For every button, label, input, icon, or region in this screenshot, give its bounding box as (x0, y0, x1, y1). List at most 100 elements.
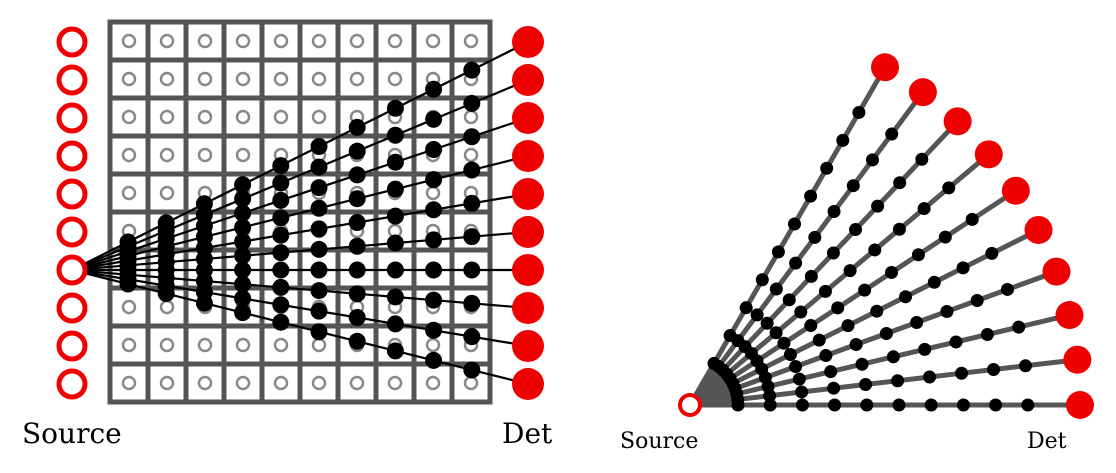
ray-sample-point (425, 321, 443, 339)
fan-sample-point (917, 202, 931, 216)
fan-sample-point (804, 189, 818, 203)
fan-sample-point (836, 133, 850, 147)
detector-element (512, 26, 544, 58)
ray-sample-point (348, 142, 366, 160)
fan-ray (689, 269, 1058, 408)
ray-sample-point (272, 261, 290, 279)
source-element (56, 292, 88, 324)
detector-element (512, 254, 544, 286)
fan-sample-point (812, 333, 826, 347)
ray-sample-point (234, 204, 252, 222)
voxel-center-marker (273, 33, 289, 49)
left-source-label: Source (22, 417, 122, 450)
voxel-center-marker (159, 109, 175, 125)
fan-sample-point (965, 212, 979, 226)
fan-sample-point (769, 282, 783, 296)
fan-sample-point (769, 326, 783, 340)
fan-ray (688, 152, 991, 407)
fan-source-marker (678, 393, 702, 417)
ray-sample-point (348, 261, 366, 279)
voxel-center-marker (311, 337, 327, 353)
fan-sample-point (885, 265, 899, 279)
ray-sample-point (425, 231, 443, 249)
ray-sample-point (234, 261, 252, 279)
ray-sample-point (234, 218, 252, 236)
ray-sample-point (310, 220, 328, 238)
ray-sample-point (425, 140, 443, 158)
ray-sample-point (348, 166, 366, 184)
voxel-center-marker (235, 109, 251, 125)
left-detector-label: Det (502, 417, 553, 450)
fan-sample-point (915, 152, 929, 166)
fan-detector-element (1042, 257, 1071, 286)
fan-sample-point (1000, 282, 1014, 296)
fan-ray (688, 227, 1040, 408)
source-element (56, 330, 88, 362)
ray-sample-point (234, 176, 252, 194)
voxel-center-marker (121, 71, 137, 87)
voxel-center-marker (273, 337, 289, 353)
fan-sample-point (893, 176, 907, 190)
ray-sample-point (272, 157, 290, 175)
fan-sample-point (1012, 320, 1026, 334)
fan-sample-point (777, 336, 791, 350)
projection-ray (71, 268, 529, 310)
ray-sample-point (310, 138, 328, 155)
ray-sample-point (386, 261, 404, 279)
fan-detector-element (943, 107, 972, 136)
fan-sample-point (918, 342, 932, 356)
fan-sample-point (750, 308, 764, 322)
fan-sample-point (985, 246, 999, 260)
fan-sample-point (818, 284, 832, 298)
voxel-center-marker (349, 71, 365, 87)
fan-sample-point (723, 329, 737, 343)
ray-sample-point (348, 213, 366, 231)
source-element (56, 26, 88, 58)
fan-sample-point (827, 205, 841, 219)
voxel-center-marker (197, 33, 213, 49)
source-element (56, 254, 88, 286)
voxel-center-marker (273, 71, 289, 87)
voxel-center-marker (463, 147, 479, 163)
ray-sample-point (463, 194, 481, 212)
ray-sample-point (272, 278, 290, 296)
voxel-center-marker (311, 33, 327, 49)
fan-sample-point (855, 357, 869, 371)
ray-sample-point (119, 275, 137, 293)
fan-sample-point (804, 319, 818, 333)
voxel-center-marker (121, 299, 137, 315)
voxel-center-marker (387, 375, 403, 391)
ray-sample-point (157, 285, 175, 303)
fan-sample-point (808, 230, 822, 244)
ray-sample-point (386, 207, 404, 225)
projection-ray (71, 268, 529, 386)
projection-ray (71, 192, 529, 272)
fan-ray (689, 357, 1078, 408)
projection-rays (71, 41, 529, 386)
fan-sample-point (824, 365, 838, 379)
detector-element (512, 178, 544, 210)
ray-sample-point (310, 282, 328, 300)
voxel-center-marker (235, 337, 251, 353)
ray-sample-point (386, 234, 404, 252)
fan-sample-point (755, 273, 769, 287)
fan-sample-point (949, 335, 963, 349)
fan-sample-point (849, 338, 863, 352)
ray-sample-point (386, 315, 404, 333)
fan-sample-point (892, 222, 906, 236)
fan-sample-point (831, 301, 845, 315)
fan-sample-point (841, 319, 855, 333)
fan-sample-point (970, 293, 984, 307)
fan-sample-point (771, 245, 785, 259)
voxel-center-marker (311, 109, 327, 125)
fan-sample-point (1021, 398, 1035, 412)
fan-ray (687, 66, 888, 407)
ray-sample-point (195, 294, 213, 312)
source-element (56, 102, 88, 134)
fan-sample-point (849, 223, 863, 237)
projection-ray (71, 268, 529, 348)
fan-sample-point (827, 381, 841, 395)
ray-sample-point (234, 304, 252, 322)
voxel-center-marker (425, 375, 441, 391)
